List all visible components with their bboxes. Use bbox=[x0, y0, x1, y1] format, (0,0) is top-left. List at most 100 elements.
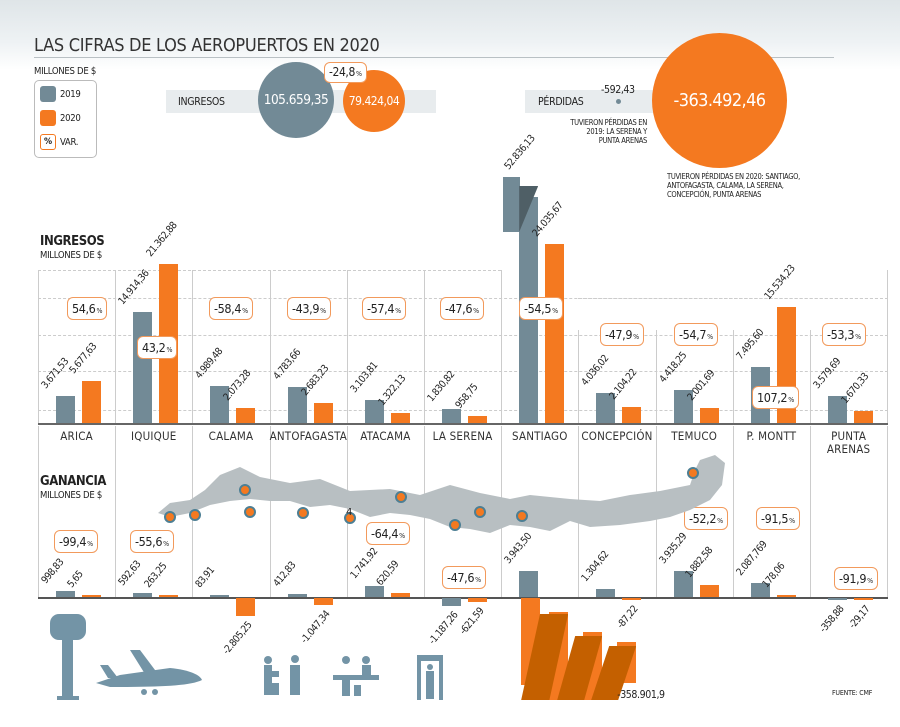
ganancia-bar-2020 bbox=[159, 595, 179, 597]
percent-sign: % bbox=[707, 333, 713, 341]
ingresos-chart-subtitle: MILLONES DE $ bbox=[40, 250, 102, 261]
variation-value: 107,2 bbox=[757, 390, 788, 405]
ganancia-bar-2019 bbox=[673, 571, 693, 597]
ingresos-bar-2019 bbox=[133, 311, 153, 423]
column-divider bbox=[810, 426, 811, 597]
ingresos-2020-value: 79.424,04 bbox=[348, 94, 400, 108]
legend-label-2019: 2019 bbox=[60, 89, 81, 100]
ganancia-value-2020: 1.882,58 bbox=[683, 545, 715, 580]
column-divider bbox=[347, 270, 348, 423]
ganancia-variation-badge: -91,9% bbox=[834, 567, 878, 590]
ganancia-baseline bbox=[38, 597, 888, 599]
legend: 2019 2020 % VAR. bbox=[34, 80, 97, 158]
ganancia-value-2020: -1.047,34 bbox=[298, 608, 333, 646]
ganancia-value-2019: 83,91 bbox=[193, 565, 218, 590]
percent-sign: % bbox=[473, 307, 479, 315]
ganancia-value-2020: 263,25 bbox=[142, 561, 170, 590]
ganancia-bar-2020 bbox=[468, 598, 487, 603]
ganancia-variation-badge: -99,4% bbox=[54, 530, 98, 553]
variation-value: 54,6 bbox=[72, 301, 96, 316]
ingresos-bar-2020 bbox=[699, 408, 719, 423]
perdidas-2020-value: -363.492,46 bbox=[673, 90, 767, 111]
variation-value: -91,9 bbox=[839, 571, 867, 586]
ganancia-bar-2019 bbox=[364, 585, 384, 597]
perdidas-2020-note: TUVIERON PÉRDIDAS EN 2020: SANTIAGO, ANT… bbox=[667, 172, 801, 199]
ingresos-gridline bbox=[38, 371, 888, 372]
ganancia-bar-2020 bbox=[82, 595, 101, 597]
map-marker-antofagasta-2 bbox=[297, 507, 309, 519]
column-divider bbox=[270, 270, 271, 423]
ingresos-bar-2020 bbox=[236, 407, 256, 423]
column-divider bbox=[887, 270, 888, 423]
percent-sign: % bbox=[320, 307, 326, 315]
category-label: SANTIAGO bbox=[511, 429, 568, 443]
ganancia-value-2019: 592,63 bbox=[116, 559, 144, 589]
ingresos-baseline bbox=[38, 423, 888, 425]
category-label: LA SERENA bbox=[432, 429, 493, 443]
ganancia-bar-2019 bbox=[56, 590, 75, 597]
category-label: CALAMA bbox=[208, 429, 254, 443]
ganancia-bar-2019 bbox=[210, 595, 230, 597]
ingresos-gridline bbox=[38, 270, 501, 271]
ganancia-value-2020: -2.805,25 bbox=[221, 620, 255, 658]
ingresos-bar-2019 bbox=[210, 385, 230, 423]
map-marker-atacama bbox=[344, 512, 356, 524]
ingresos-bar-2020 bbox=[622, 407, 642, 423]
ingresos-variation-badge: -57,4% bbox=[362, 297, 406, 320]
column-divider bbox=[270, 426, 271, 597]
ingresos-variation-badge: 54,6% bbox=[67, 297, 108, 320]
percent-sign: % bbox=[855, 333, 861, 341]
ingresos-variation-badge: -24,8% bbox=[324, 62, 367, 83]
ingresos-bar-2019 bbox=[364, 399, 384, 423]
percent-sign: % bbox=[717, 517, 723, 525]
percent-sign: % bbox=[163, 540, 169, 548]
security-scanner-icon bbox=[417, 655, 443, 700]
check-in-counter-icon bbox=[333, 656, 379, 696]
variation-value: -57,4 bbox=[367, 301, 395, 316]
ingresos-value-2019: 1.830,82 bbox=[425, 369, 458, 405]
ingresos-variation-badge: -47,6% bbox=[440, 297, 484, 320]
variation-value: -54,7 bbox=[679, 327, 707, 342]
ingresos-value-2019: 14.914,36 bbox=[116, 268, 152, 307]
ingresos-value-2020: 2.104,22 bbox=[607, 367, 640, 403]
column-divider bbox=[810, 330, 811, 423]
ganancia-chart-title: GANANCIA bbox=[40, 474, 107, 489]
ingresos-variation-badge: 107,2% bbox=[752, 386, 799, 409]
ingresos-bar-2020 bbox=[468, 415, 487, 423]
category-label: IQUIQUE bbox=[131, 429, 177, 443]
column-divider bbox=[501, 270, 502, 423]
ganancia-bar-2019 bbox=[828, 598, 847, 601]
ingresos-value-2020: 15.534,23 bbox=[762, 263, 798, 303]
ingresos-chart-title: INGRESOS bbox=[40, 234, 105, 249]
map-marker-la-serena bbox=[395, 491, 407, 503]
perdidas-2019-dot bbox=[616, 99, 621, 104]
ingresos-value-2019: 4.989,48 bbox=[193, 346, 226, 381]
ganancia-bar-2020 bbox=[236, 598, 256, 617]
category-label: ARICA bbox=[60, 429, 93, 443]
map-marker-antofagasta bbox=[244, 506, 256, 518]
ganancia-value-2019: 2.087,769 bbox=[734, 539, 770, 579]
percent-sign: % bbox=[633, 333, 639, 341]
percent-sign: % bbox=[395, 307, 401, 315]
ganancia-bar-2019 bbox=[596, 588, 616, 597]
variation-value: -47,9 bbox=[605, 327, 633, 342]
legend-swatch-2019 bbox=[40, 86, 56, 102]
variation-value: 43,2 bbox=[142, 340, 166, 355]
category-label: TEMUCO bbox=[671, 429, 718, 443]
map-marker-iquique bbox=[189, 509, 201, 521]
ingresos-value-2019: 4.418,25 bbox=[657, 350, 689, 386]
ingresos-variation-badge: 43,2% bbox=[137, 336, 178, 359]
ingresos-bar-2020 bbox=[545, 243, 565, 423]
ingresos-bar-2019 bbox=[287, 387, 307, 423]
ganancia-value-2019: 1.741,92 bbox=[348, 545, 380, 581]
variation-value: -43,9 bbox=[292, 301, 320, 316]
percent-sign: % bbox=[166, 346, 173, 354]
category-label: P. MONTT bbox=[746, 429, 797, 443]
source-note: FUENTE: CMF bbox=[832, 689, 873, 697]
airplane-icon bbox=[96, 650, 202, 695]
column-divider bbox=[192, 270, 193, 423]
ganancia-bar-2020 bbox=[854, 598, 873, 600]
perdidas-label: PÉRDIDAS bbox=[538, 96, 584, 108]
variation-value: -54,5 bbox=[524, 301, 552, 316]
ingresos-variation-badge: -47,9% bbox=[600, 323, 644, 346]
